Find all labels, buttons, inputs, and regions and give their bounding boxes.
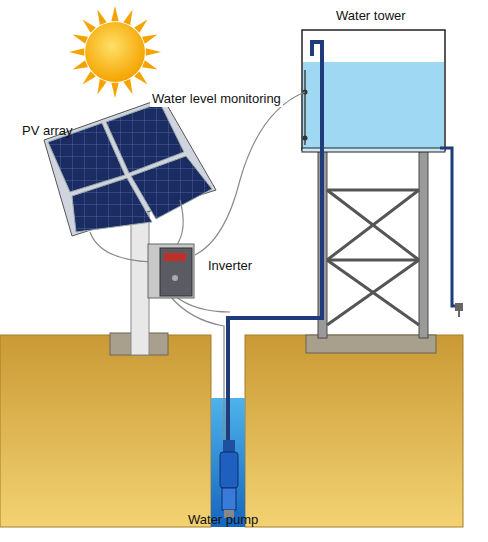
outlet-pipe bbox=[440, 148, 458, 306]
inverter bbox=[148, 244, 194, 298]
sun-rays bbox=[69, 6, 161, 98]
sun-ray bbox=[73, 60, 88, 69]
faucet bbox=[455, 303, 463, 317]
tower-label: Water tower bbox=[334, 8, 408, 24]
sun-ray bbox=[111, 6, 118, 21]
sun-ray bbox=[69, 48, 84, 55]
sensor-point bbox=[303, 136, 308, 141]
monitor-label: Water level monitoring bbox=[150, 91, 283, 107]
pump-label: Water pump bbox=[186, 512, 260, 528]
ground-block bbox=[245, 335, 463, 527]
inverter-label: Inverter bbox=[206, 258, 254, 274]
tank-water bbox=[303, 62, 444, 149]
sun-ray bbox=[73, 34, 88, 43]
wires bbox=[90, 92, 305, 440]
sun-ray bbox=[142, 60, 157, 69]
level-sensor bbox=[304, 70, 306, 145]
sun-ray bbox=[146, 48, 161, 55]
pv-array bbox=[44, 98, 216, 236]
pv-label: PV array bbox=[20, 123, 75, 139]
sun-ray bbox=[123, 79, 132, 94]
sun-ray bbox=[123, 10, 132, 25]
sun-ray bbox=[97, 79, 106, 94]
tower-braces bbox=[327, 190, 419, 325]
sun-ray bbox=[97, 10, 106, 25]
ground-block bbox=[0, 335, 211, 527]
sun-ray bbox=[142, 34, 157, 43]
sun bbox=[85, 22, 145, 82]
water-pump bbox=[220, 440, 238, 518]
sun-ray bbox=[111, 83, 118, 98]
tower-frame bbox=[318, 150, 428, 338]
